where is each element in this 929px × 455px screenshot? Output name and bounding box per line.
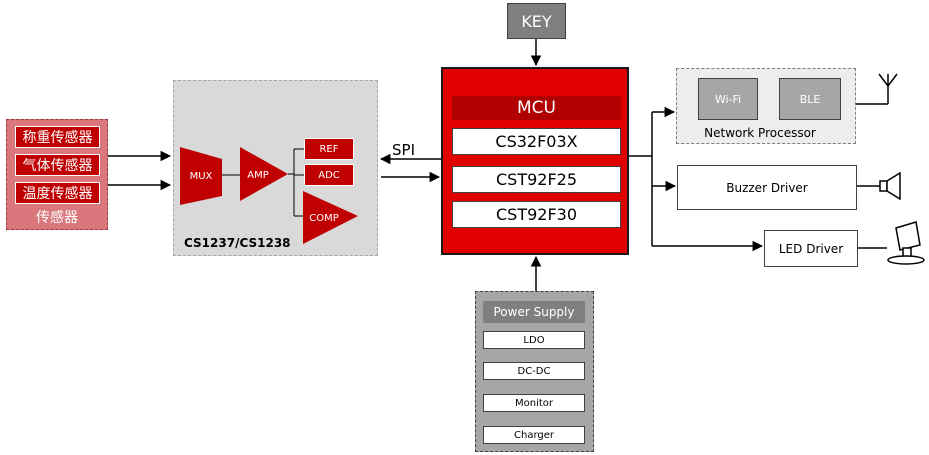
comp-label: COMP	[309, 213, 339, 224]
mcu-output-arrows	[629, 106, 764, 252]
network-processor-label: Network Processor	[704, 126, 816, 140]
sensor-item-gas: 气体传感器	[15, 154, 100, 176]
wifi-block: Wi-Fi	[698, 78, 758, 120]
amp-block: AMP	[240, 147, 288, 201]
ref-block: REF	[304, 138, 354, 160]
power-item-charger: Charger	[483, 426, 585, 444]
afe-chip-label: CS1237/CS1238	[184, 236, 291, 250]
sensor-group-label: 传感器	[36, 210, 78, 226]
mcu-title: MCU	[452, 96, 621, 120]
key-block: KEY	[507, 3, 566, 39]
mux-label: MUX	[190, 171, 213, 182]
display-icon	[858, 221, 925, 265]
amp-label: AMP	[247, 170, 269, 181]
mux-block: MUX	[180, 147, 222, 205]
afe-internal-links	[222, 148, 304, 217]
buzzer-driver-block: Buzzer Driver	[677, 165, 857, 210]
ble-block: BLE	[779, 78, 841, 120]
sensor-item-weight: 称重传感器	[15, 126, 100, 148]
adc-block: ADC	[304, 164, 354, 186]
buzzer-icon	[857, 171, 901, 201]
mcu-chip-cst92f30: CST92F30	[452, 201, 621, 228]
power-item-dcdc: DC-DC	[483, 362, 585, 380]
spi-label: SPI	[392, 141, 415, 159]
antenna-icon	[856, 73, 898, 105]
power-item-ldo: LDO	[483, 331, 585, 349]
sensor-arrows	[108, 150, 172, 191]
spi-arrows	[379, 153, 441, 183]
mcu-chip-cst92f25: CST92F25	[452, 166, 621, 193]
power-item-monitor: Monitor	[483, 394, 585, 412]
key-label: KEY	[521, 11, 552, 31]
led-driver-block: LED Driver	[764, 230, 858, 267]
sensor-item-temperature: 温度传感器	[15, 182, 100, 204]
power-supply-title: Power Supply	[483, 301, 585, 323]
mcu-chip-cs32f03x: CS32F03X	[452, 128, 621, 155]
comp-block: COMP	[303, 191, 358, 244]
